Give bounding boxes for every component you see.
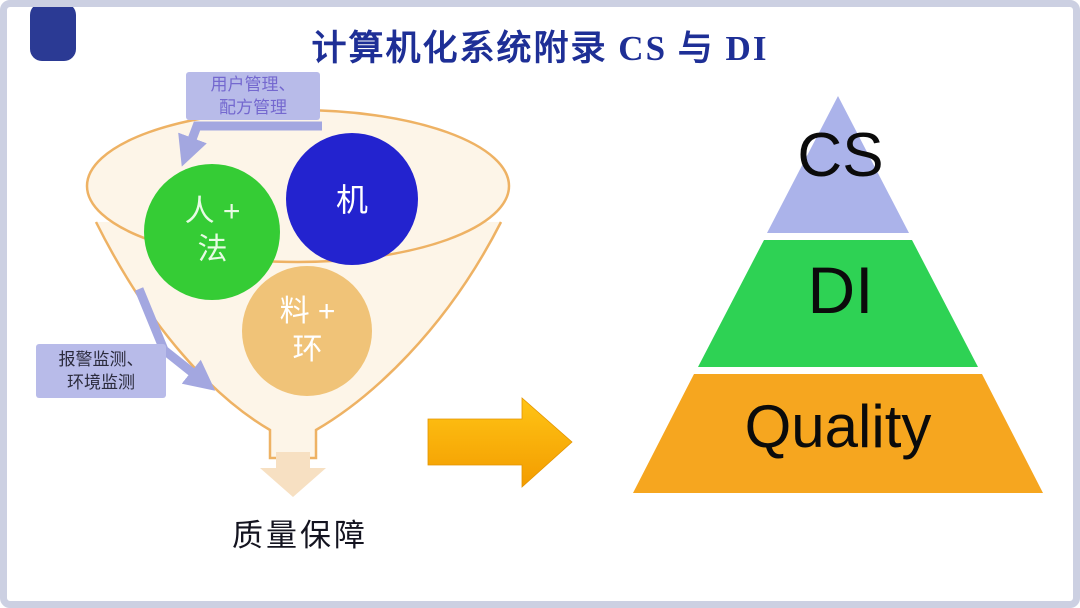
tan-circle <box>242 266 372 396</box>
green-circle <box>144 164 280 300</box>
slide-title: 计算机化系统附录 CS 与 DI <box>311 29 769 68</box>
green-circle-label: 人 + 法 <box>184 195 241 266</box>
quality-assurance-label: 质量保障 <box>232 518 368 553</box>
user-recipe-management-label: 用户管理、 配方管理 <box>186 72 320 120</box>
blue-circle-label: 机 <box>335 182 368 218</box>
corner-tab <box>30 3 76 61</box>
pyramid-level-quality <box>633 374 1043 493</box>
pyramid-cs-label: CS <box>797 121 884 190</box>
pyramid-level-cs <box>767 96 909 233</box>
tan-circle-label: 料 + 环 <box>279 295 336 366</box>
alarm-environment-monitor-text: 报警监测、 环境监测 <box>58 350 144 392</box>
pyramid-level-di <box>698 240 978 367</box>
blue-circle <box>286 133 418 265</box>
big-right-arrow <box>427 397 573 488</box>
pyramid-quality-label: Quality <box>744 393 932 460</box>
user-recipe-management-text: 用户管理、 配方管理 <box>210 75 296 117</box>
alarm-environment-monitor-label: 报警监测、 环境监测 <box>36 344 166 398</box>
top-connector-arrow <box>178 121 322 167</box>
pyramid-di-label: DI <box>807 253 874 327</box>
drop-arrow <box>260 452 326 497</box>
